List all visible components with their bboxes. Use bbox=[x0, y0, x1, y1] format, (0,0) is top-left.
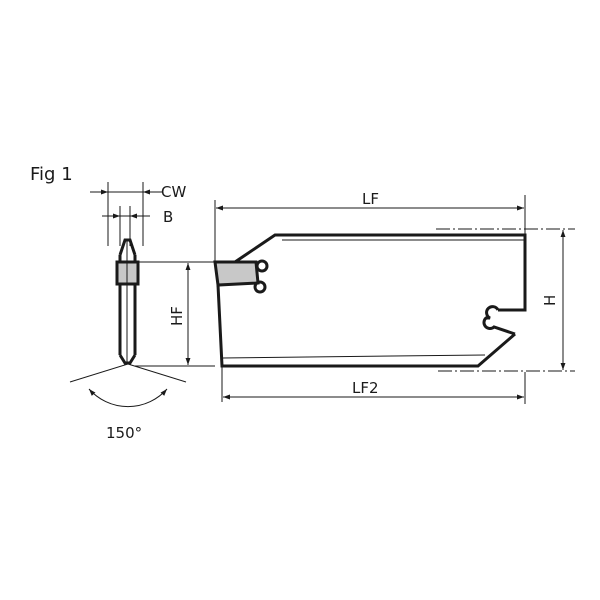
lf2-label: LF2 bbox=[352, 379, 379, 397]
front-view bbox=[213, 233, 527, 368]
b-label: B bbox=[163, 208, 173, 226]
insert-front-view bbox=[213, 260, 260, 287]
h-dimension: H bbox=[436, 228, 575, 372]
cw-label: CW bbox=[161, 183, 186, 201]
angle-label: 150° bbox=[106, 424, 142, 442]
hf-dimension: HF bbox=[135, 261, 215, 367]
h-label: H bbox=[541, 295, 559, 306]
side-view: CW B bbox=[90, 182, 186, 365]
angle-dimension: 150° bbox=[69, 363, 187, 442]
lf-dimension: LF bbox=[214, 190, 526, 262]
lf2-dimension: LF2 bbox=[221, 366, 526, 404]
rear-clamp-slot bbox=[482, 305, 516, 336]
hf-label: HF bbox=[168, 306, 186, 326]
blade-outline bbox=[216, 233, 527, 368]
lf-label: LF bbox=[362, 190, 379, 208]
figure-label: Fig 1 bbox=[30, 164, 73, 185]
